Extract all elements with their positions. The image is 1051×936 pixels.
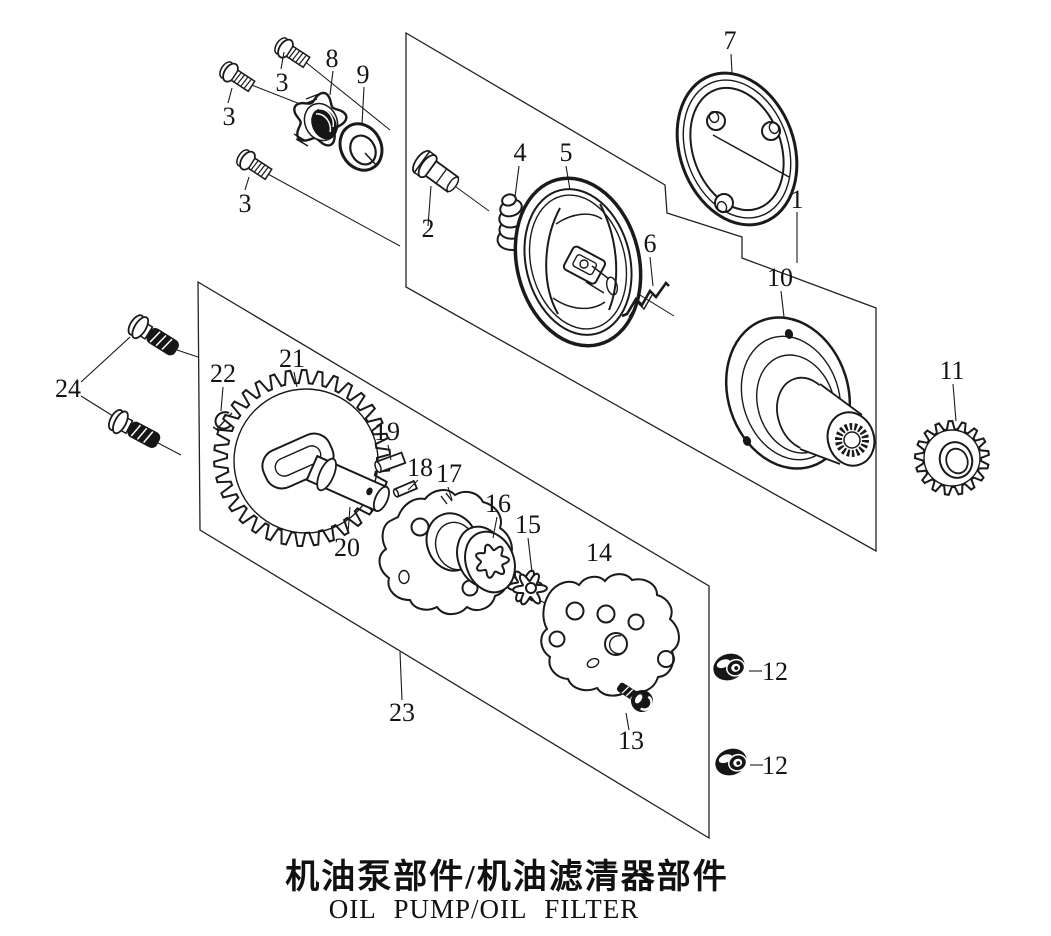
lower-assembly-panel [197,280,710,840]
part-label-2: 2 [422,214,435,243]
part-label-8: 8 [326,44,339,73]
part-label-22: 22 [210,359,236,388]
part-2-bolt [412,150,460,193]
part-3-screw [232,145,275,184]
part-label-7: 7 [724,26,737,55]
part-label-10: 10 [767,263,793,292]
part-label-15: 15 [515,510,541,539]
diagram-title-english: OIL PUMP/OIL FILTER [329,894,640,924]
part-label-20: 20 [334,533,360,562]
part-label-19: 19 [374,417,400,446]
part-18-pin [392,479,419,498]
part-24-stud [124,311,184,362]
part-16-outer-rotor [456,525,516,594]
part-label-16: 16 [485,489,511,518]
part-label-12: 12 [762,657,788,686]
part-3-screw [215,57,258,96]
part-14-pump-cover [540,573,680,697]
part-19-pin [374,451,407,474]
part-label-5: 5 [560,138,573,167]
part-7-gasket [675,71,799,227]
part-label-13: 13 [618,726,644,755]
part-label-18: 18 [407,453,433,482]
part-12-nut [708,648,750,686]
part-label-23: 23 [389,698,415,727]
part-label-6: 6 [644,229,657,258]
part-24-stud [104,405,165,455]
part-label-12: 12 [762,751,788,780]
part-label-17: 17 [436,459,462,488]
part-21-pump-gear [213,368,391,548]
part-15-inner-rotor [507,569,548,606]
callout-labels: 1 2 3 3 3 4 5 6 7 8 9 10 11 12 12 13 14 … [55,26,965,780]
part-label-11: 11 [939,356,964,385]
part-label-3: 3 [276,68,289,97]
part-6-clip [621,280,670,318]
part-label-14: 14 [586,538,612,567]
part-label-3: 3 [239,189,252,218]
part-8-filler-cap [293,91,348,147]
diagram-title-chinese: 机油泵部件/机油滤清器部件 [285,858,728,896]
part-10-output-hub [724,316,876,470]
part-label-4: 4 [514,138,527,167]
part-5-filter-rotor [513,176,643,348]
part-label-3: 3 [223,102,236,131]
part-13-screw [616,682,653,712]
leader-lines [80,51,957,766]
part-label-24: 24 [55,374,81,403]
part-3-screw [270,33,313,72]
upper-assembly-panel [405,31,877,553]
part-11-driven-gear [913,419,991,497]
part-label-9: 9 [357,60,370,89]
part-20-pump-shaft [305,454,390,513]
part-label-1: 1 [791,185,804,214]
part-9-washer [338,122,384,172]
part-label-21: 21 [279,344,305,373]
part-12-nut [710,743,752,781]
